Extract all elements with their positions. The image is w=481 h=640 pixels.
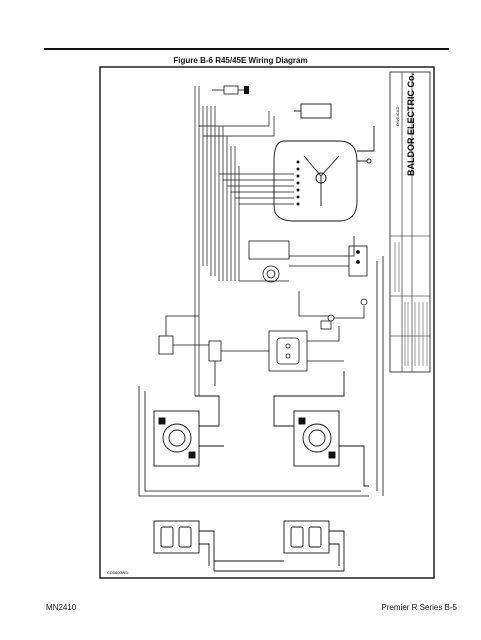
- receptacle-lower-right: [214, 520, 345, 572]
- figure-title: Figure B-6 R45/45E Wiring Diagram: [173, 56, 308, 65]
- receptacle-upper-right: [273, 371, 369, 487]
- company-name: BALDOR ELECTRIC Co.: [406, 73, 416, 176]
- wiring-diagram: BALDOR ELECTRIC Co. DWG/CAD: [99, 66, 435, 579]
- switch-block: [158, 315, 269, 386]
- breaker-module: [268, 320, 344, 372]
- stator-assembly: [273, 103, 375, 222]
- top-connector: [212, 85, 249, 95]
- title-block: BALDOR ELECTRIC Co. DWG/CAD: [389, 71, 431, 373]
- receptacle-upper-left: [153, 395, 224, 467]
- footer-right: Premier R Series B-5: [381, 603, 457, 612]
- header-rule: [44, 48, 449, 50]
- loop-wiring: [138, 256, 384, 497]
- corner-label: CD0600WD: [107, 570, 128, 575]
- footer-left: MN2410: [46, 603, 77, 612]
- receptacle-lower-left: [153, 520, 215, 571]
- wire-harness: [194, 86, 294, 396]
- drawing-number: DWG/CAD: [395, 107, 400, 126]
- control-section: [239, 236, 368, 322]
- diagram-border: [99, 66, 435, 579]
